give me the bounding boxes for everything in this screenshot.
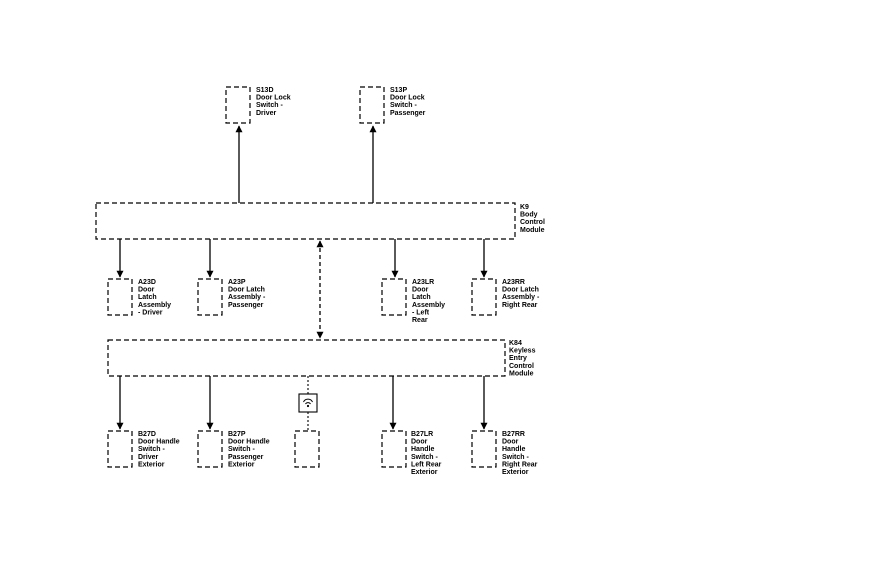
a23p-label-line: Door Latch	[228, 287, 265, 294]
a23lr-label-line: Door	[412, 287, 429, 294]
k84-label-line: K84	[509, 340, 522, 347]
a23d-box	[107, 278, 133, 316]
a23p-label-line: Passenger	[228, 302, 264, 309]
b27rr-label-line: B27RR	[502, 431, 525, 438]
a23lr-label-line: Rear	[412, 317, 428, 324]
antenna-box	[294, 430, 320, 468]
b27p-label-line: Passenger	[228, 454, 264, 461]
b27d-label-line: Exterior	[138, 461, 165, 468]
b27p-label-line: Exterior	[228, 461, 255, 468]
b27lr-label-line: Door	[411, 439, 428, 446]
b27lr-label-line: Exterior	[411, 469, 438, 476]
a23lr-label-line: Latch	[412, 294, 431, 301]
b27rr-label-line: Handle	[502, 446, 525, 453]
a23rr-label-line: Assembly -	[502, 294, 540, 301]
b27lr-label-line: B27LR	[411, 431, 433, 438]
k84-label-line: Entry	[509, 355, 527, 362]
b27rr-label-line: Door	[502, 439, 519, 446]
s13d-label-line: Driver	[256, 110, 277, 117]
b27lr-label-line: Handle	[411, 446, 434, 453]
s13p-label-line: Door Lock	[390, 95, 425, 102]
a23d-label-line: - Driver	[138, 309, 163, 316]
b27d-box	[107, 430, 133, 468]
b27lr-box	[381, 430, 407, 468]
wireless-antenna-icon	[298, 393, 318, 413]
a23d-label-line: Latch	[138, 294, 157, 301]
k9-label-line: Module	[520, 227, 545, 234]
a23rr-label-line: A23RR	[502, 279, 525, 286]
b27p-label-line: Switch -	[228, 446, 256, 453]
b27d-label-line: Door Handle	[138, 439, 180, 446]
a23p-label-line: A23P	[228, 279, 246, 286]
a23d-label-line: Door	[138, 287, 155, 294]
a23rr-label-line: Right Rear	[502, 302, 538, 309]
a23rr-box	[471, 278, 497, 316]
a23p-box	[197, 278, 223, 316]
b27lr-label-line: Left Rear	[411, 461, 442, 468]
b27rr-label-line: Switch -	[502, 454, 530, 461]
s13p-label-line: S13P	[390, 87, 407, 94]
s13d-label-line: Switch -	[256, 102, 284, 109]
a23lr-box	[381, 278, 407, 316]
k9-label-line: Control	[520, 219, 545, 226]
a23d-label-line: A23D	[138, 279, 156, 286]
a23lr-label-line: Assembly	[412, 302, 445, 309]
k84-box	[107, 339, 506, 377]
b27d-label-line: B27D	[138, 431, 156, 438]
s13p-label-line: Passenger	[390, 110, 426, 117]
b27rr-label-line: Exterior	[502, 469, 529, 476]
k84-label-line: Control	[509, 363, 534, 370]
k9-label-line: K9	[520, 204, 529, 211]
a23lr-label-line: - Left	[412, 309, 430, 316]
a23rr-label-line: Door Latch	[502, 287, 539, 294]
s13d-label-line: S13D	[256, 87, 274, 94]
b27d-label-line: Switch -	[138, 446, 166, 453]
s13d-label-line: Door Lock	[256, 95, 291, 102]
b27p-box	[197, 430, 223, 468]
a23p-label-line: Assembly -	[228, 294, 266, 301]
s13p-label-line: Switch -	[390, 102, 418, 109]
k9-box	[95, 202, 516, 240]
k9-label-line: Body	[520, 212, 538, 219]
b27p-label-line: B27P	[228, 431, 246, 438]
b27d-label-line: Driver	[138, 454, 159, 461]
a23d-label-line: Assembly	[138, 302, 171, 309]
k84-label-line: Module	[509, 370, 534, 377]
s13d-box	[225, 86, 251, 124]
a23lr-label-line: A23LR	[412, 279, 434, 286]
k84-label-line: Keyless	[509, 348, 536, 355]
b27rr-label-line: Right Rear	[502, 461, 538, 468]
b27lr-label-line: Switch -	[411, 454, 439, 461]
s13p-box	[359, 86, 385, 124]
b27p-label-line: Door Handle	[228, 439, 270, 446]
b27rr-box	[471, 430, 497, 468]
